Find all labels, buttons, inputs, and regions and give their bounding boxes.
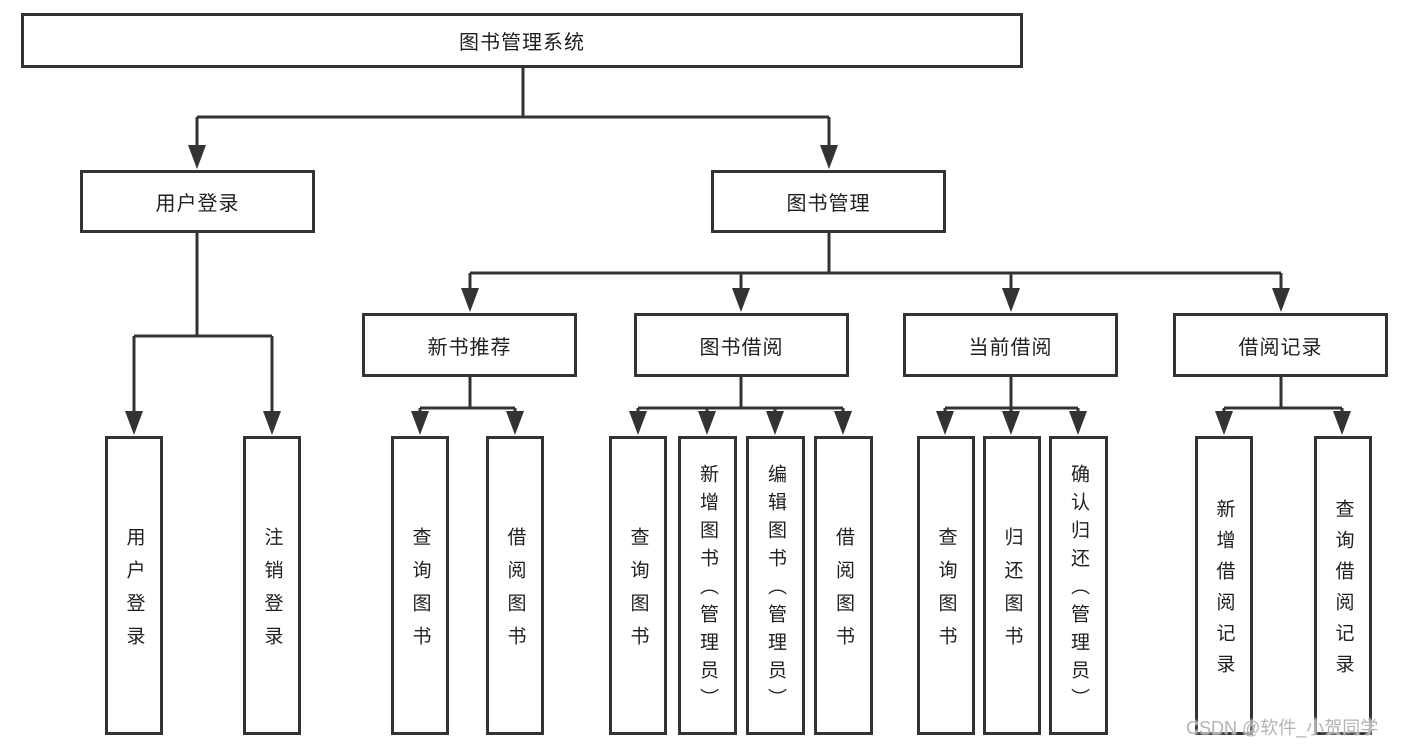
node-label: 确认归还（管理员） <box>1068 464 1089 716</box>
arrowhead-icon <box>732 288 750 312</box>
arrowhead-icon <box>263 411 281 435</box>
node-label: 查询图书 <box>627 526 649 659</box>
node-leaf-add-books-admin: 新增图书（管理员） <box>678 436 737 735</box>
node-label: 新增借阅记录 <box>1213 498 1235 685</box>
arrowhead-icon <box>411 411 429 435</box>
csdn-watermark: CSDN @软件_小贺同学 <box>1186 718 1379 738</box>
node-leaf-borrow-books-2: 借阅图书 <box>814 436 873 735</box>
node-library-system-root: 图书管理系统 <box>21 13 1023 68</box>
node-leaf-return-books: 归还图书 <box>983 436 1041 735</box>
node-label: 注销登录 <box>261 526 283 659</box>
arrowhead-icon <box>1002 288 1020 312</box>
arrowhead-icon <box>629 411 647 435</box>
node-label: 查询图书 <box>409 526 431 659</box>
node-label: 新增图书（管理员） <box>697 464 718 716</box>
arrowhead-icon <box>936 411 954 435</box>
node-label: 编辑图书（管理员） <box>765 464 786 716</box>
node-leaf-borrow-books-1: 借阅图书 <box>486 436 544 735</box>
connector-new-book-children <box>411 377 524 435</box>
node-book-borrowing: 图书借阅 <box>634 313 849 377</box>
node-leaf-query-books-2: 查询图书 <box>609 436 667 735</box>
node-label: 新书推荐 <box>427 336 512 359</box>
arrowhead-icon <box>188 145 206 169</box>
arrowhead-icon <box>766 411 784 435</box>
node-user-login-group: 用户登录 <box>80 170 315 233</box>
node-label: 借阅图书 <box>504 526 526 659</box>
arrowhead-icon <box>1069 411 1087 435</box>
node-leaf-query-books-3: 查询图书 <box>917 436 975 735</box>
connector-book-borrow-children <box>629 377 852 435</box>
arrowhead-icon <box>506 411 524 435</box>
node-label: 用户登录 <box>155 193 240 215</box>
arrowhead-icon <box>820 145 838 169</box>
node-label: 借阅图书 <box>833 526 854 659</box>
node-leaf-add-borrow-record: 新增借阅记录 <box>1195 436 1253 735</box>
connector-current-borrow-children <box>936 377 1087 435</box>
node-label: 图书管理 <box>786 193 871 215</box>
node-leaf-logout: 注销登录 <box>243 436 301 735</box>
arrowhead-icon <box>834 411 852 435</box>
node-label: 当前借阅 <box>968 336 1053 359</box>
arrowhead-icon <box>698 411 716 435</box>
node-leaf-query-borrow-record: 查询借阅记录 <box>1314 436 1372 735</box>
node-current-borrowing: 当前借阅 <box>903 313 1118 377</box>
node-label: 归还图书 <box>1001 526 1023 659</box>
node-leaf-user-login: 用户登录 <box>105 436 163 735</box>
arrowhead-icon <box>1333 411 1351 435</box>
node-borrow-records: 借阅记录 <box>1173 313 1388 377</box>
node-label: 图书管理系统 <box>459 32 585 54</box>
connector-user-login-children <box>125 233 281 435</box>
node-book-management-group: 图书管理 <box>711 170 946 233</box>
node-label: 图书借阅 <box>699 336 784 359</box>
node-new-book-recommend: 新书推荐 <box>362 313 577 377</box>
arrowhead-icon <box>461 288 479 312</box>
node-leaf-edit-books-admin: 编辑图书（管理员） <box>746 436 805 735</box>
node-label: 查询借阅记录 <box>1332 498 1354 685</box>
node-label: 查询图书 <box>935 526 957 659</box>
connector-root-to-level2 <box>188 68 838 169</box>
arrowhead-icon <box>1215 411 1233 435</box>
arrowhead-icon <box>1272 288 1290 312</box>
node-leaf-query-books-1: 查询图书 <box>391 436 449 735</box>
node-label: 借阅记录 <box>1238 336 1323 359</box>
arrowhead-icon <box>125 411 143 435</box>
node-leaf-confirm-return-admin: 确认归还（管理员） <box>1049 436 1108 735</box>
connector-borrow-record-children <box>1215 377 1351 435</box>
node-label: 用户登录 <box>123 526 145 659</box>
arrowhead-icon <box>1002 411 1020 435</box>
connector-book-mgmt-to-level3 <box>461 233 1290 312</box>
